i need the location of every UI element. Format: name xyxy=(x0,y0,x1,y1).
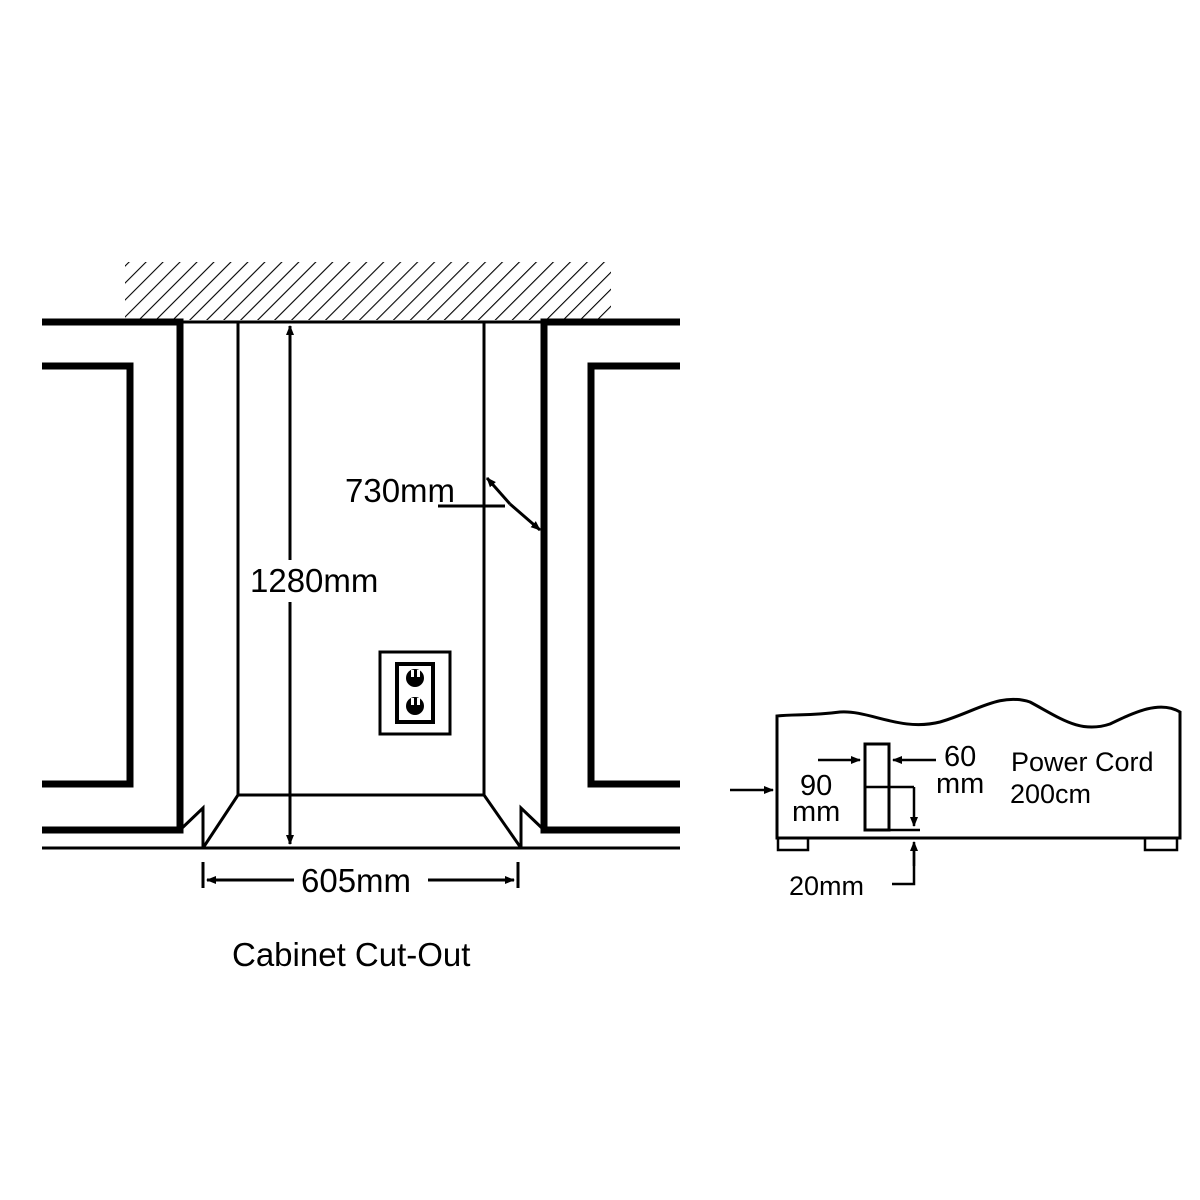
socket-position-dimensions xyxy=(730,756,936,832)
right-cabinet xyxy=(540,318,680,834)
caption-label: Cabinet Cut-Out xyxy=(232,936,471,973)
left-cabinet xyxy=(42,318,680,850)
socket-side-unit: mm xyxy=(936,768,985,800)
bottom-gap-dimension xyxy=(892,841,918,886)
bottom-gap-label: 20mm xyxy=(789,871,865,901)
width-dimension xyxy=(201,862,520,888)
double-power-outlet-icon xyxy=(378,650,452,736)
height-label: 1280mm xyxy=(250,562,379,599)
power-cord-label: Power Cord xyxy=(1011,747,1154,777)
socket-height-value: 90 xyxy=(800,770,833,802)
width-label: 605mm xyxy=(301,862,412,899)
depth-dimension xyxy=(438,477,541,532)
socket-side-value: 60 xyxy=(944,741,977,773)
socket-height-unit: mm xyxy=(792,796,841,828)
depth-label: 730mm xyxy=(345,472,456,509)
power-cord-length: 200cm xyxy=(1010,779,1092,809)
cavity-outline xyxy=(178,320,546,849)
hatched-ceiling xyxy=(125,262,611,320)
